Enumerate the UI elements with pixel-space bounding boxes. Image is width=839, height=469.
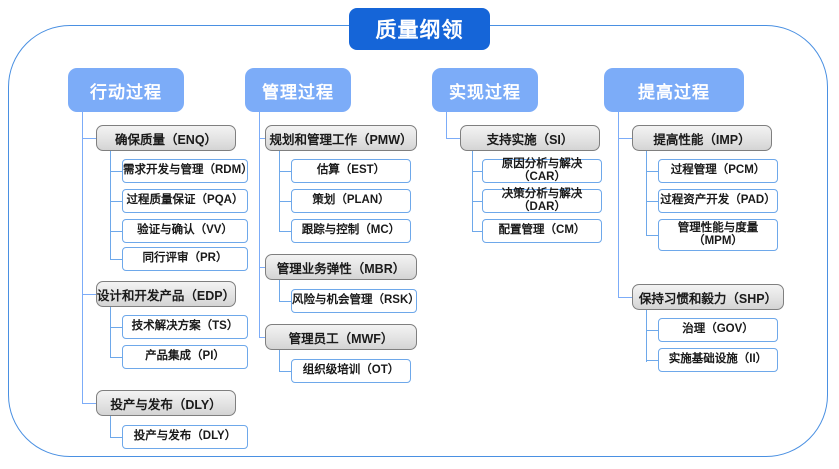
leaf-stub-mpm (646, 235, 658, 237)
leaf-stub-pcm (646, 171, 658, 173)
column-3-stub-1 (446, 138, 460, 140)
group-box-imp[interactable]: 提高性能（IMP） (632, 125, 772, 151)
leaf-stub-pi (110, 357, 122, 359)
column-2-stub-3 (259, 337, 265, 339)
column-header-4[interactable]: 提高过程 (604, 68, 744, 112)
group-edp-trunk (110, 307, 112, 357)
column-2-stub-1 (259, 138, 265, 140)
title-connector-left (225, 24, 350, 27)
group-box-si[interactable]: 支持实施（SI） (460, 125, 600, 151)
group-box-pmw[interactable]: 规划和管理工作（PMW） (265, 125, 417, 151)
column-4-trunk (618, 112, 620, 297)
group-box-shp[interactable]: 保持习惯和毅力（SHP） (632, 284, 784, 310)
group-shp-trunk (646, 310, 648, 362)
group-mbr-trunk (279, 280, 281, 302)
leaf-stub-rdm (110, 171, 122, 173)
leaf-stub-rsk (279, 301, 291, 303)
diagram-title: 质量纲领 (349, 8, 490, 50)
leaf-box-gov[interactable]: 治理（GOV） (658, 318, 778, 342)
leaf-box-pr[interactable]: 同行评审（PR） (122, 247, 248, 271)
leaf-box-mpm[interactable]: 管理性能与度量 （MPM） (658, 219, 778, 251)
leaf-stub-ot (279, 371, 291, 373)
leaf-stub-cm (472, 231, 482, 233)
leaf-box-pcm[interactable]: 过程管理（PCM） (658, 159, 778, 183)
leaf-box-pqa[interactable]: 过程质量保证（PQA） (122, 189, 248, 213)
column-2-stub-2 (259, 267, 265, 269)
leaf-stub-est (279, 171, 291, 173)
group-pmw-trunk (279, 151, 281, 231)
group-enq-trunk (110, 151, 112, 259)
leaf-box-ot[interactable]: 组织级培训（OT） (291, 359, 411, 383)
column-header-1[interactable]: 行动过程 (68, 68, 184, 112)
leaf-box-rdm[interactable]: 需求开发与管理（RDM） (122, 159, 253, 183)
leaf-box-car[interactable]: 原因分析与解决（CAR） (482, 158, 602, 183)
column-3-trunk (446, 112, 448, 138)
leaf-stub-pad (646, 201, 658, 203)
leaf-stub-ts (110, 327, 122, 329)
title-connector-right (489, 24, 559, 27)
leaf-box-dar[interactable]: 决策分析与解决（DAR） (482, 188, 602, 213)
column-2-trunk (259, 112, 261, 338)
group-mwf-trunk (279, 350, 281, 372)
column-1-stub-3 (82, 403, 96, 405)
group-si-trunk (472, 151, 474, 231)
column-1-stub-1 (82, 138, 96, 140)
column-header-3[interactable]: 实现过程 (432, 68, 538, 112)
leaf-box-mc[interactable]: 跟踪与控制（MC） (291, 219, 411, 243)
column-1-stub-2 (82, 294, 96, 296)
leaf-box-vv[interactable]: 验证与确认（VV） (122, 219, 248, 243)
leaf-stub-mc (279, 231, 291, 233)
leaf-box-ii[interactable]: 实施基础设施（II） (658, 348, 778, 372)
group-box-enq[interactable]: 确保质量（ENQ） (96, 125, 236, 151)
leaf-box-dly[interactable]: 投产与发布（DLY） (122, 425, 248, 449)
column-4-stub-2 (618, 297, 632, 299)
group-dly-trunk (110, 416, 112, 438)
leaf-stub-pr (110, 259, 122, 261)
leaf-stub-ii (646, 360, 658, 362)
column-1-trunk (82, 112, 84, 403)
leaf-stub-gov (646, 330, 658, 332)
group-box-mwf[interactable]: 管理员工（MWF） (265, 324, 417, 350)
column-4-stub-1 (618, 138, 632, 140)
leaf-box-est[interactable]: 估算（EST） (291, 159, 411, 183)
column-header-2[interactable]: 管理过程 (245, 68, 351, 112)
leaf-stub-pqa (110, 201, 122, 203)
leaf-box-plan[interactable]: 策划（PLAN） (291, 189, 411, 213)
leaf-stub-car (472, 171, 482, 173)
leaf-box-pi[interactable]: 产品集成（PI） (122, 345, 248, 369)
group-box-dly[interactable]: 投产与发布（DLY） (96, 390, 236, 416)
leaf-box-pad[interactable]: 过程资产开发（PAD） (658, 189, 778, 213)
leaf-stub-vv (110, 231, 122, 233)
leaf-box-rsk[interactable]: 风险与机会管理（RSK） (291, 289, 420, 313)
leaf-stub-dar (472, 201, 482, 203)
leaf-box-cm[interactable]: 配置管理（CM） (482, 219, 602, 243)
leaf-stub-plan (279, 201, 291, 203)
group-box-mbr[interactable]: 管理业务弹性（MBR） (265, 254, 417, 280)
group-imp-trunk (646, 151, 648, 235)
group-box-edp[interactable]: 设计和开发产品（EDP） (96, 281, 236, 307)
leaf-box-ts[interactable]: 技术解决方案（TS） (122, 315, 248, 339)
leaf-stub-dly (110, 437, 122, 439)
